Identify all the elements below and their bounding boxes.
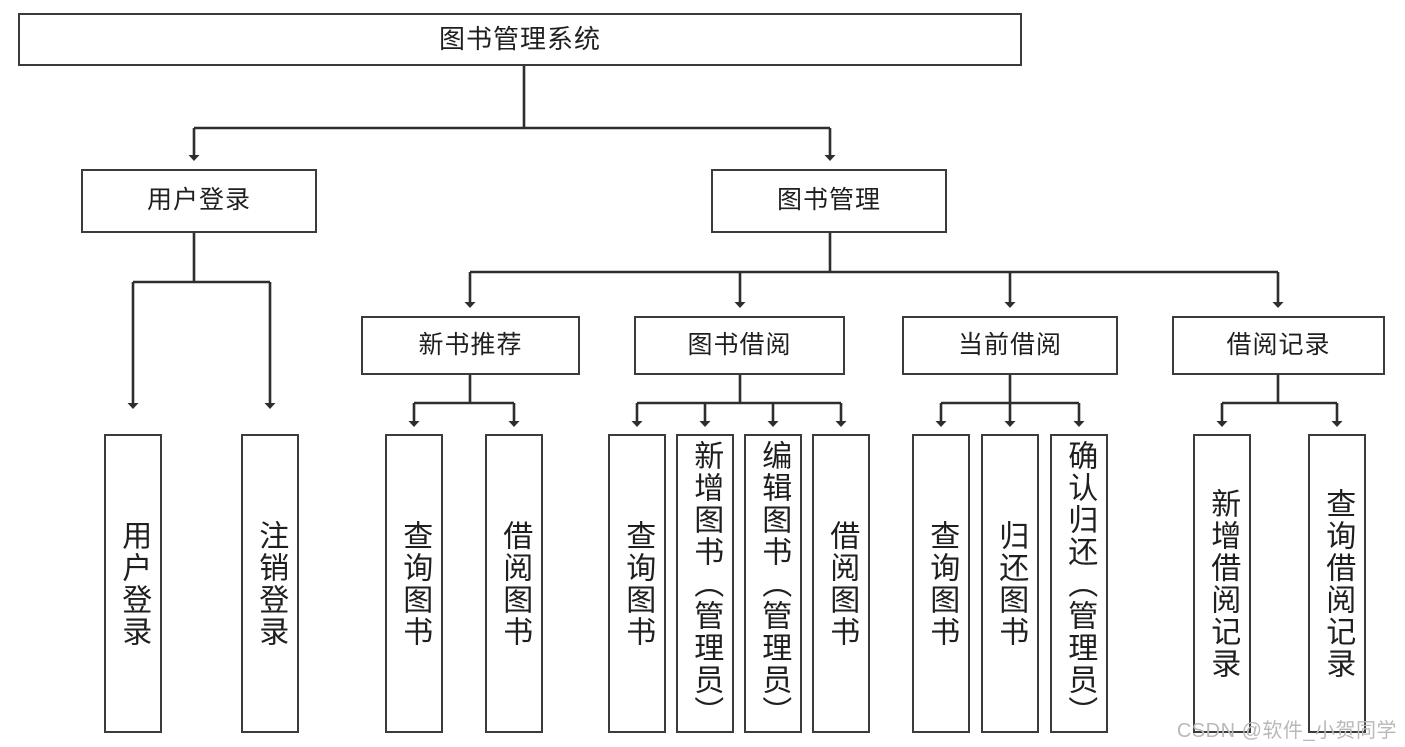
node-leaf-user-login[interactable]: 用户登录 [104,434,162,733]
node-label: 新增借阅记录 [1206,487,1240,680]
node-leaf-query-book-borrow[interactable]: 查询图书 [608,434,666,733]
node-leaf-add-book[interactable]: 新增图书（管理员） [676,434,734,733]
node-label: 用户登录 [146,186,251,215]
node-label: 新增图书（管理员） [689,440,723,728]
node-label: 查询图书 [925,519,959,648]
node-leaf-query-book-current[interactable]: 查询图书 [912,434,970,733]
node-leaf-logout[interactable]: 注销登录 [241,434,299,733]
node-label: 图书借阅 [687,330,792,359]
node-label: 用户登录 [117,519,151,648]
node-root-system[interactable]: 图书管理系统 [18,13,1022,66]
node-label: 查询图书 [398,519,432,648]
node-new-book-recommend[interactable]: 新书推荐 [361,316,580,375]
node-book-management[interactable]: 图书管理 [711,169,947,233]
node-label: 归还图书 [994,519,1028,648]
node-current-borrow[interactable]: 当前借阅 [902,316,1118,375]
node-label: 查询图书 [621,519,655,648]
node-leaf-query-book-recommend[interactable]: 查询图书 [385,434,443,733]
node-label: 编辑图书（管理员） [757,440,791,728]
node-label: 借阅图书 [498,519,532,648]
node-label: 图书管理 [776,186,881,215]
node-leaf-edit-book[interactable]: 编辑图书（管理员） [744,434,802,733]
node-leaf-query-borrow-record[interactable]: 查询借阅记录 [1308,434,1366,733]
node-label: 借阅图书 [825,519,859,648]
node-leaf-return-book[interactable]: 归还图书 [981,434,1039,733]
node-label: 新书推荐 [418,330,523,359]
node-label: 确认归还（管理员） [1063,440,1097,728]
node-user-login[interactable]: 用户登录 [81,169,317,233]
node-leaf-confirm-return[interactable]: 确认归还（管理员） [1050,434,1108,733]
node-label: 当前借阅 [957,330,1062,359]
node-leaf-borrow-book[interactable]: 借阅图书 [812,434,870,733]
node-label: 图书管理系统 [438,24,601,55]
watermark-text: CSDN @软件_小贺同学 [1176,720,1397,742]
node-label: 借阅记录 [1226,330,1331,359]
node-label: 注销登录 [254,519,288,648]
node-leaf-borrow-book-recommend[interactable]: 借阅图书 [485,434,543,733]
node-borrow-record[interactable]: 借阅记录 [1172,316,1385,375]
node-label: 查询借阅记录 [1321,487,1355,680]
node-book-borrow[interactable]: 图书借阅 [634,316,845,375]
node-leaf-add-borrow-record[interactable]: 新增借阅记录 [1193,434,1251,733]
